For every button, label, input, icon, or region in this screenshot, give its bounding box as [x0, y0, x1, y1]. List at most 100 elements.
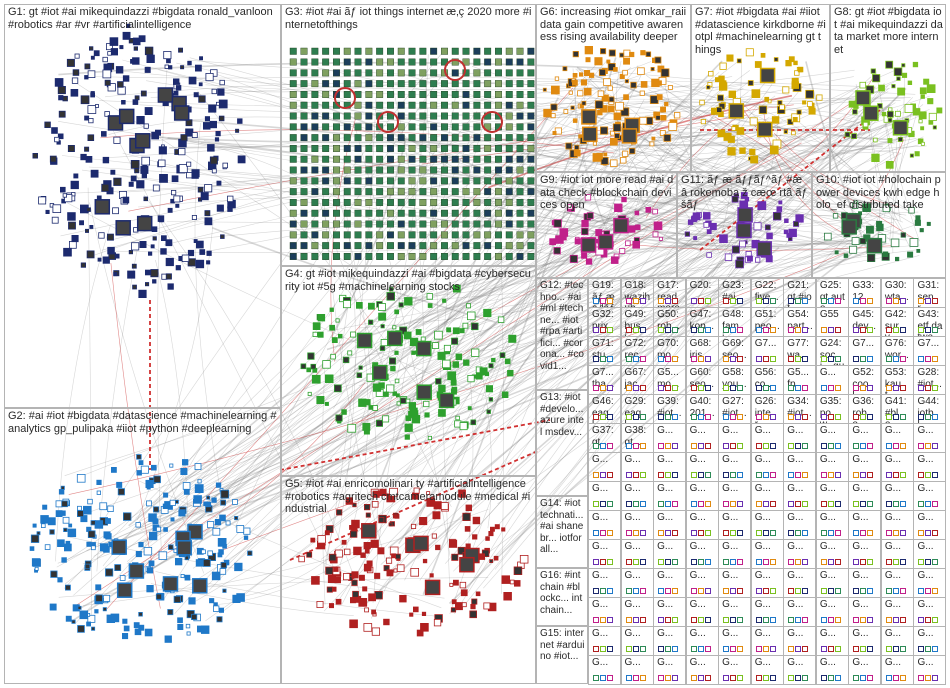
- small-group-box: G55: [815, 307, 849, 337]
- small-group-box: G...: [783, 510, 817, 540]
- node: [853, 587, 860, 594]
- small-group-box: G54: part...: [783, 307, 817, 337]
- small-group-box: G...: [815, 597, 849, 627]
- node: [932, 616, 939, 623]
- node: [607, 558, 613, 565]
- node: [885, 645, 892, 652]
- node: [300, 177, 308, 185]
- edge: [385, 215, 730, 575]
- small-group-label: G...: [722, 512, 739, 523]
- node: [243, 535, 249, 540]
- node: [690, 558, 697, 565]
- node: [932, 413, 939, 420]
- small-group-box: G...: [685, 481, 719, 511]
- node: [925, 442, 932, 449]
- node: [932, 529, 939, 536]
- node: [123, 512, 132, 521]
- edge: [428, 84, 743, 138]
- edge: [58, 577, 489, 598]
- node: [632, 616, 639, 623]
- edge: [719, 130, 884, 234]
- node: [70, 180, 79, 190]
- node: [697, 413, 704, 420]
- node: [158, 551, 168, 560]
- node: [672, 442, 679, 449]
- node: [860, 645, 867, 652]
- node: [788, 326, 795, 333]
- node: [892, 355, 899, 362]
- avatar-node: [116, 582, 133, 598]
- node: [867, 326, 874, 333]
- node: [300, 90, 308, 98]
- small-group-label: G...: [819, 628, 836, 639]
- group-label-g15: G15: internet #arduino #iot...: [540, 628, 585, 662]
- node: [222, 544, 227, 549]
- node: [639, 442, 646, 449]
- node: [85, 228, 90, 233]
- node: [90, 55, 95, 60]
- node: [63, 527, 68, 533]
- node: [195, 559, 204, 567]
- node: [91, 545, 96, 551]
- node: [144, 66, 151, 73]
- node: [885, 297, 892, 304]
- node: [135, 551, 142, 558]
- node: [892, 442, 899, 449]
- node: [122, 75, 130, 82]
- small-group-box: G...: [685, 510, 719, 540]
- node: [36, 531, 41, 536]
- small-group-label: G...: [852, 599, 869, 610]
- node: [218, 549, 224, 555]
- small-group-label: G...: [624, 512, 641, 523]
- edge: [318, 103, 641, 232]
- node: [171, 175, 179, 183]
- edge: [208, 413, 406, 491]
- small-group-box: G36: robo...: [848, 394, 882, 424]
- node: [802, 645, 809, 652]
- node: [138, 460, 144, 466]
- small-group-box: G...: [653, 539, 687, 569]
- node: [191, 613, 198, 620]
- node: [32, 523, 37, 528]
- node: [632, 587, 639, 594]
- node: [107, 51, 112, 56]
- edge: [88, 166, 783, 246]
- small-group-label: G...: [754, 483, 771, 494]
- edge: [467, 377, 474, 561]
- node: [892, 471, 899, 478]
- node: [672, 326, 679, 333]
- node: [222, 588, 227, 593]
- node: [672, 529, 679, 536]
- small-group-label: G...: [787, 425, 804, 436]
- node: [737, 413, 744, 420]
- small-group-label: G...: [592, 483, 609, 494]
- node: [300, 101, 308, 109]
- node: [116, 481, 123, 488]
- small-group-box: G67: jac...: [620, 365, 654, 395]
- edge: [327, 251, 851, 332]
- node: [147, 251, 153, 256]
- small-group-box: G...: [880, 597, 914, 627]
- small-group-box: G...: [848, 423, 882, 453]
- node: [827, 442, 834, 449]
- group-box-g12: G12: #techno... #ai #ml #techne... #iot …: [536, 278, 588, 390]
- node: [113, 136, 121, 144]
- edge: [720, 87, 858, 144]
- small-group-label: G...: [592, 657, 609, 668]
- node: [165, 239, 173, 247]
- node: [625, 384, 632, 391]
- node: [834, 471, 841, 478]
- small-group-label: G...: [624, 570, 641, 581]
- node: [117, 488, 125, 496]
- node: [34, 566, 39, 571]
- node: [219, 514, 226, 522]
- node: [30, 534, 40, 543]
- node: [704, 297, 711, 304]
- node: [71, 619, 76, 624]
- small-group-label: G...: [917, 570, 934, 581]
- small-group-label: G...: [722, 483, 739, 494]
- node: [892, 326, 899, 333]
- node: [867, 500, 874, 507]
- node: [925, 587, 932, 594]
- node: [163, 527, 168, 532]
